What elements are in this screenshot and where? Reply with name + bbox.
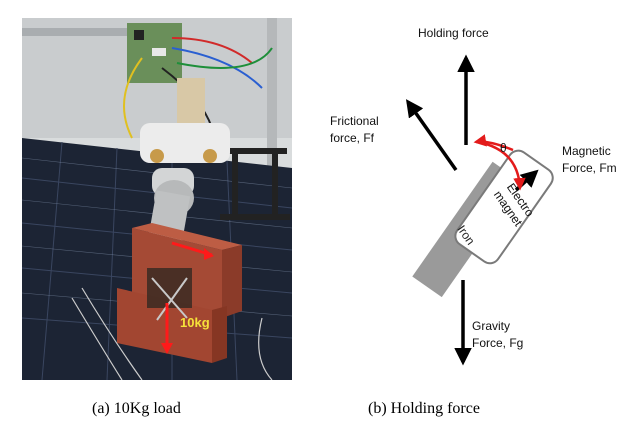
magnetic-force-label-line2: Force, Fm bbox=[562, 161, 617, 175]
load-weight-label: 10kg bbox=[180, 315, 210, 330]
gravity-force-label-line1: Gravity bbox=[472, 319, 511, 333]
force-arrows-photo bbox=[161, 241, 214, 354]
gravity-force-label: Gravity Force, Fg bbox=[472, 318, 523, 352]
frictional-force-arrow bbox=[405, 99, 458, 172]
load-photo bbox=[22, 18, 292, 380]
caption-b: (b) Holding force bbox=[368, 400, 480, 417]
force-diagram: Electro magnet Iron bbox=[318, 0, 633, 390]
holding-force-label: Holding force bbox=[418, 26, 489, 40]
frictional-force-label: Frictional force, Ff bbox=[330, 113, 379, 147]
theta-label: θ bbox=[500, 141, 507, 155]
caption-a: (a) 10Kg load bbox=[92, 400, 181, 417]
photo-panel bbox=[22, 18, 292, 380]
magnetic-force-label-line1: Magnetic bbox=[562, 144, 611, 158]
frictional-force-label-line1: Frictional bbox=[330, 114, 379, 128]
gravity-force-label-line2: Force, Fg bbox=[472, 336, 524, 350]
drone-frame bbox=[220, 148, 290, 220]
magnetic-force-label: Magnetic Force, Fm bbox=[562, 143, 617, 177]
frictional-force-label-line2: force, Ff bbox=[330, 131, 375, 145]
force-diagram-svg: Electro magnet Iron bbox=[405, 54, 554, 366]
